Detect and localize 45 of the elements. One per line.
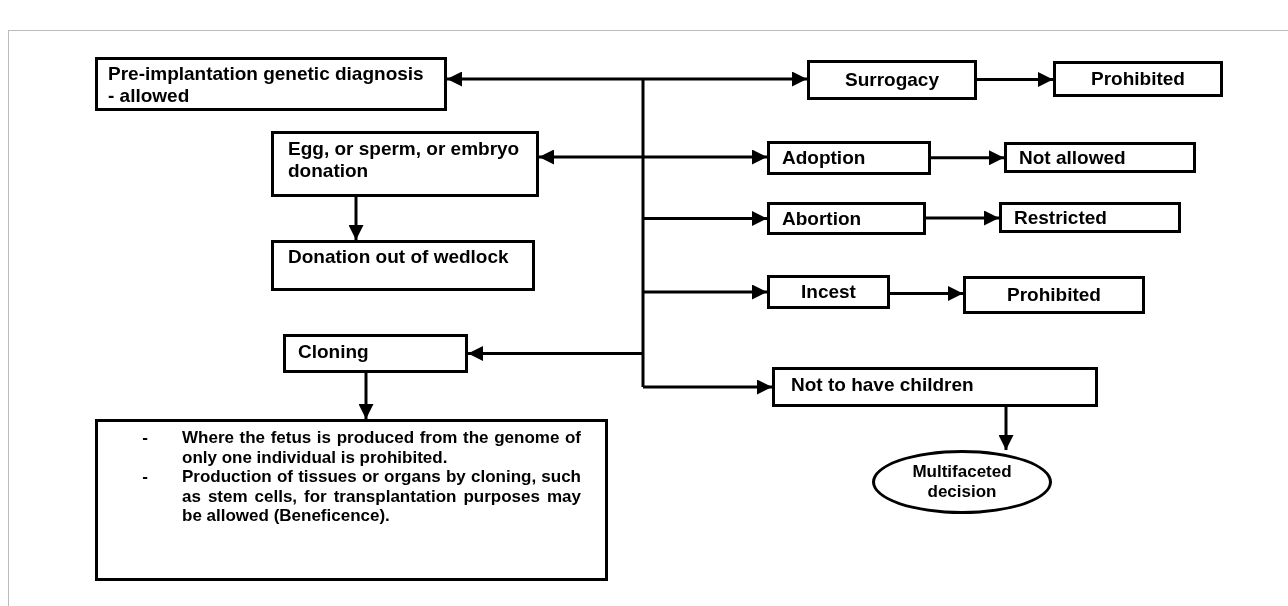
box-label: Surrogacy bbox=[845, 69, 939, 91]
process-box bbox=[807, 60, 977, 100]
arrow bbox=[890, 286, 963, 301]
process-box bbox=[767, 202, 926, 235]
bullet-text: Where the fetus is produced from the genome of only one individual is prohibited. bbox=[182, 428, 581, 468]
box-label: Cloning bbox=[298, 341, 370, 363]
box-label: Donation out of wedlock bbox=[288, 246, 510, 268]
process-box bbox=[283, 334, 468, 373]
box-label: Not allowed bbox=[1019, 147, 1127, 169]
arrow bbox=[998, 407, 1014, 450]
box-label: Incest bbox=[801, 281, 856, 303]
box-label: Abortion bbox=[782, 208, 863, 230]
box-label: Restricted bbox=[1014, 207, 1108, 229]
process-box bbox=[767, 275, 890, 309]
box-label: Egg, or sperm, or embryo donation bbox=[288, 138, 521, 182]
arrow bbox=[643, 211, 767, 226]
arrow bbox=[643, 379, 772, 395]
bullet-dash: - bbox=[141, 467, 149, 487]
process-box bbox=[963, 276, 1145, 314]
arrow bbox=[539, 149, 767, 165]
process-box bbox=[271, 131, 539, 197]
box-label: Prohibited bbox=[1091, 68, 1185, 90]
arrow bbox=[926, 210, 999, 226]
arrow bbox=[468, 346, 643, 361]
arrow bbox=[358, 373, 374, 419]
bullet-text: Production of tissues or organs by cloning, such as stem cells, for transplantation purposes may be allowed (Beneficence). bbox=[182, 467, 581, 526]
arrow bbox=[643, 284, 767, 300]
process-box bbox=[1004, 142, 1196, 173]
box-label: Multifaceted decision bbox=[911, 462, 1013, 502]
process-box bbox=[271, 240, 535, 291]
process-box bbox=[767, 141, 931, 175]
box-label: Prohibited bbox=[1007, 284, 1101, 306]
process-box bbox=[999, 202, 1181, 233]
box-label: Pre-implantation genetic diagnosis - allowed bbox=[108, 63, 425, 107]
box-label: Not to have children bbox=[791, 374, 975, 396]
arrow bbox=[931, 150, 1004, 166]
process-box bbox=[772, 367, 1098, 407]
arrow bbox=[447, 71, 807, 87]
arrow bbox=[348, 197, 364, 240]
process-box bbox=[95, 57, 447, 111]
text-box bbox=[95, 419, 608, 581]
box-label: Adoption bbox=[782, 147, 867, 169]
bullet-dash: - bbox=[141, 428, 149, 448]
arrow bbox=[977, 72, 1053, 87]
process-box bbox=[1053, 61, 1223, 97]
